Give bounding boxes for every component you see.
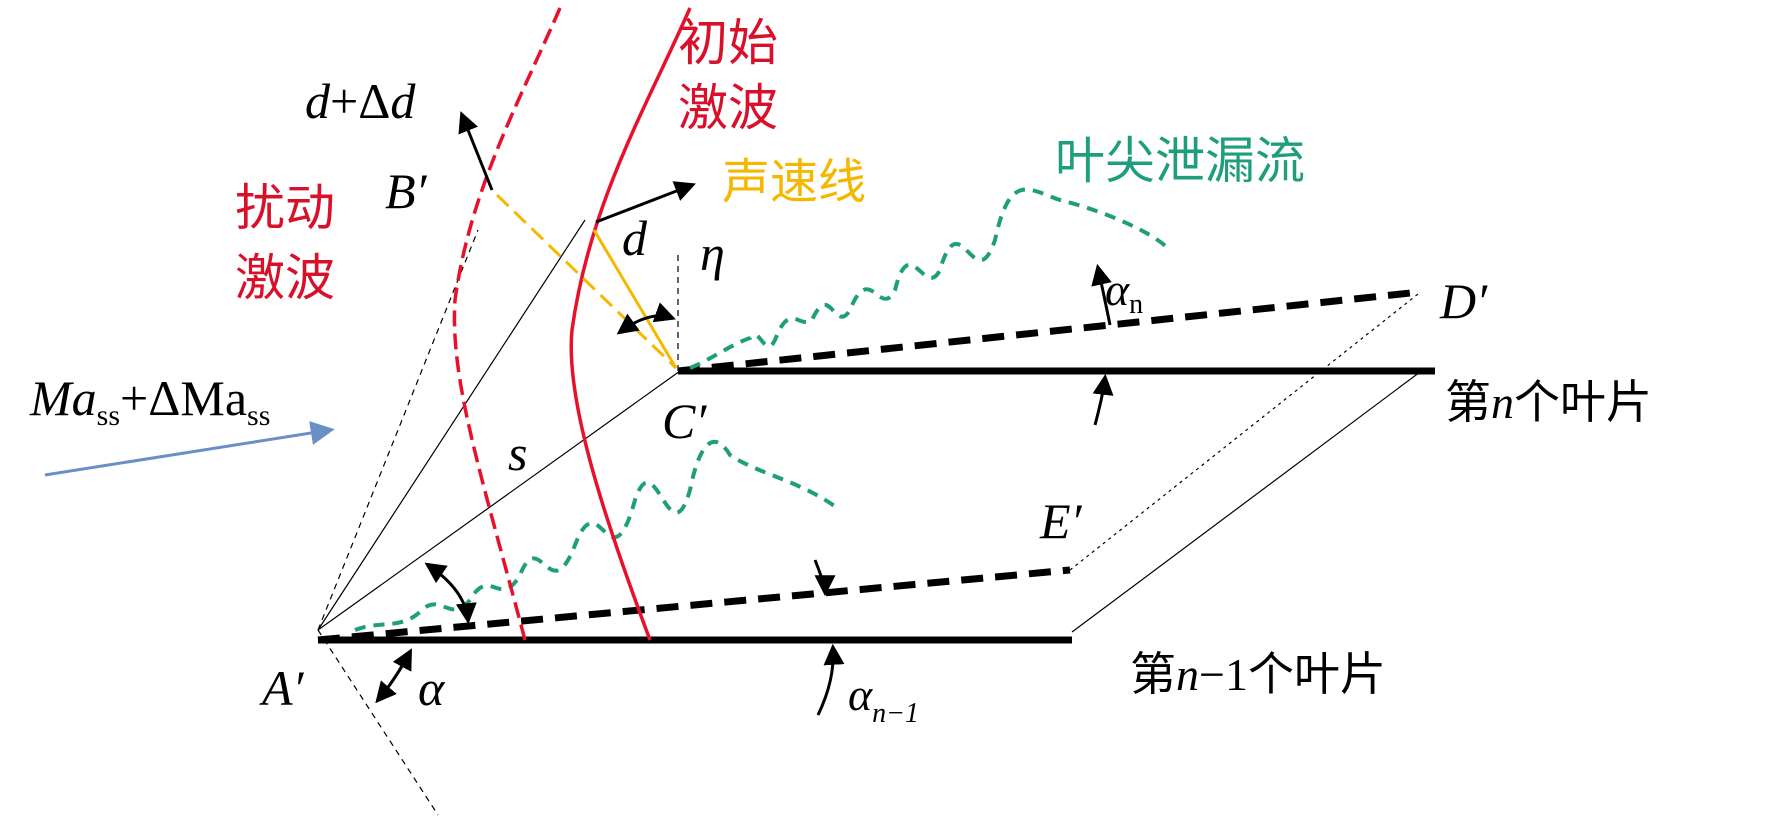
line-a-c bbox=[317, 370, 681, 631]
inflow-arrow bbox=[44, 421, 335, 477]
label-eta: η bbox=[700, 225, 725, 281]
label-disturbed-shock-1: 扰动 bbox=[235, 179, 335, 237]
line-e-d-dotted bbox=[1069, 293, 1419, 571]
leakage-flow-lower bbox=[354, 440, 842, 632]
sonic-lines bbox=[495, 193, 678, 370]
label-point-b: B′ bbox=[385, 163, 428, 219]
label-initial-shock-2: 激波 bbox=[678, 79, 778, 137]
label-alpha-n-minus-1: αn−1 bbox=[848, 669, 919, 729]
line-a-down-dashed bbox=[317, 629, 439, 816]
arc-alpha-n bbox=[1091, 263, 1112, 326]
initial-shock bbox=[569, 7, 692, 641]
label-point-a: A′ bbox=[259, 660, 305, 716]
arrow-eta bbox=[616, 302, 676, 335]
line-a-c-dashed bbox=[317, 229, 479, 631]
sonic-line-disturbed bbox=[495, 193, 678, 370]
arrow-d bbox=[595, 181, 696, 224]
label-initial-shock-1: 初始 bbox=[678, 14, 778, 72]
arc-alpha-n-minus-1 bbox=[813, 559, 836, 597]
label-point-c: C′ bbox=[662, 393, 707, 449]
arrows bbox=[375, 111, 1114, 716]
label-alpha: α bbox=[418, 660, 446, 716]
label-tip-leakage-flow: 叶尖泄漏流 bbox=[1055, 132, 1305, 190]
label-blade-n: 第n个叶片 bbox=[1445, 375, 1652, 429]
label-disturbed-shock-2: 激波 bbox=[235, 249, 335, 307]
blades bbox=[317, 288, 1435, 644]
blade-n-minus-1-dashed bbox=[317, 566, 1071, 644]
label-sonic-line: 声速线 bbox=[722, 154, 866, 210]
sonic-line-initial bbox=[592, 229, 678, 369]
tip-leakage-flows bbox=[354, 187, 1172, 632]
labels: 初始 激波 扰动 激波 声速线 叶尖泄漏流 第n个叶片 第n−1个叶片 d+Δd… bbox=[29, 14, 1652, 729]
leakage-flow-upper bbox=[689, 187, 1172, 370]
line-a-upper bbox=[317, 219, 586, 631]
arc-alpha-n-minus-1-lower bbox=[816, 643, 845, 716]
arc-alpha-n-lower bbox=[1092, 373, 1114, 426]
label-mach: Mass+ΔMass bbox=[29, 370, 270, 432]
line-e-lower-to-d bbox=[1071, 371, 1421, 633]
shocks bbox=[452, 7, 692, 641]
arc-alpha bbox=[375, 648, 412, 704]
label-point-e: E′ bbox=[1039, 493, 1083, 549]
blade-n-dashed bbox=[677, 288, 1421, 375]
label-alpha-n: αn bbox=[1105, 264, 1143, 320]
construction-lines bbox=[317, 219, 1421, 816]
arrow-d-plus-delta-d bbox=[458, 111, 494, 191]
label-blade-n-minus-1: 第n−1个叶片 bbox=[1130, 647, 1386, 701]
label-s: s bbox=[508, 425, 527, 481]
label-d: d bbox=[622, 210, 648, 266]
disturbed-shock bbox=[452, 7, 562, 641]
arc-alpha-sonic bbox=[424, 562, 477, 625]
label-point-d: D′ bbox=[1439, 273, 1488, 329]
label-d-plus-delta-d: d+Δd bbox=[305, 73, 416, 129]
